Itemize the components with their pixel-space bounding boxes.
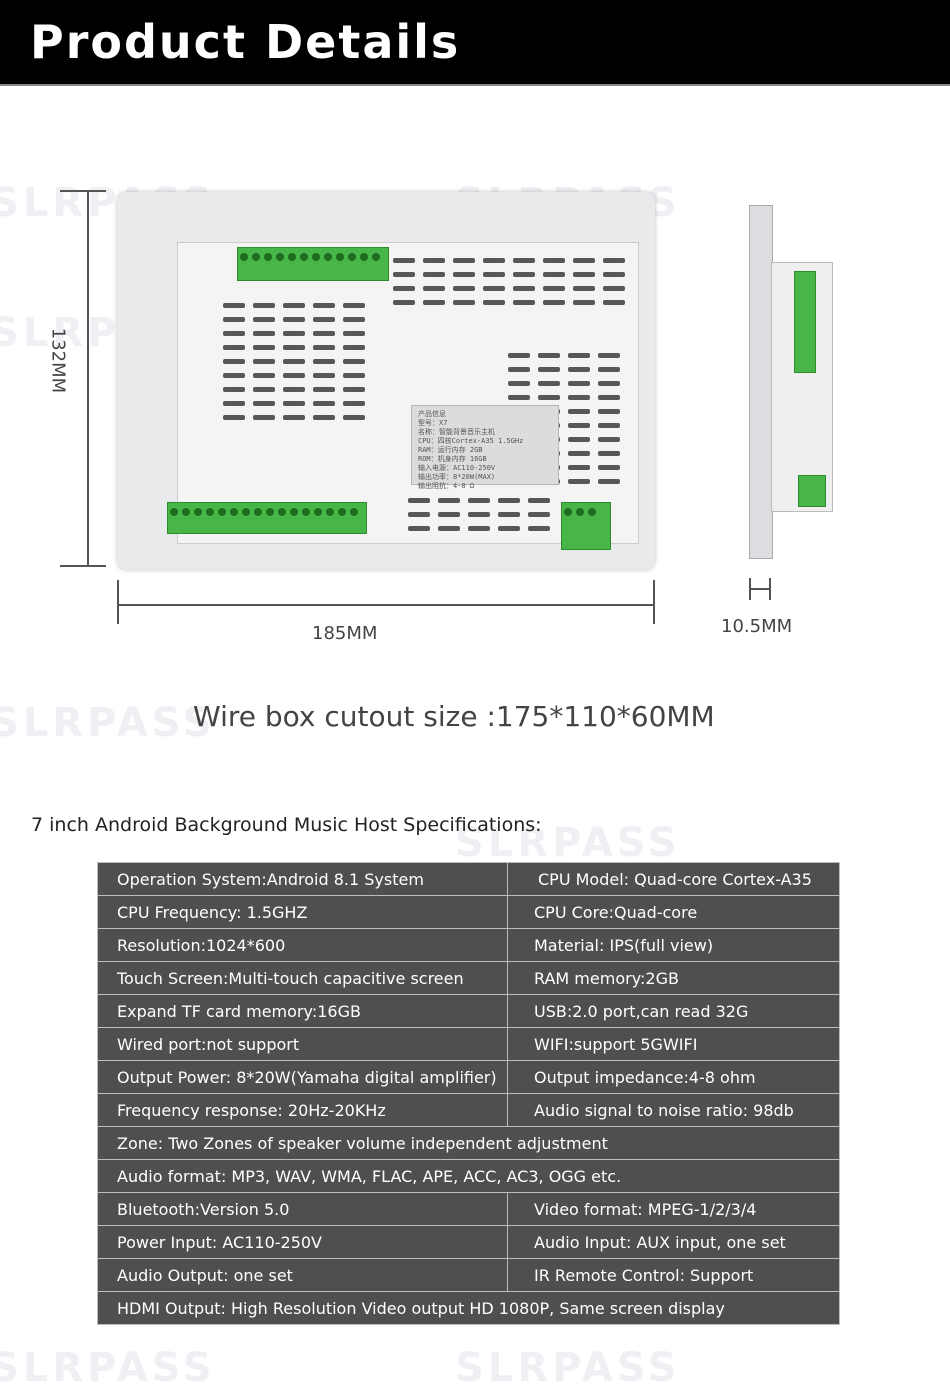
spec-cell: Resolution:1024*600	[97, 928, 508, 962]
table-row: CPU Frequency: 1.5GHZ CPU Core:Quad-core	[97, 895, 840, 929]
device-back-panel: 产品信息 型号：X7 名称：智能背景音乐主机 CPU：四核Cortex-A35 …	[177, 242, 639, 544]
width-dimension-tick-left	[117, 580, 119, 624]
table-row: Power Input: AC110-250V Audio Input: AUX…	[97, 1225, 840, 1259]
watermark: SLRPASS	[0, 700, 216, 746]
depth-dimension-tick-right	[769, 578, 771, 600]
table-row: Wired port:not support WIFI:support 5GWI…	[97, 1027, 840, 1061]
page-title: Product Details	[30, 15, 461, 69]
width-dimension-line	[117, 604, 655, 606]
device-front-image: 产品信息 型号：X7 名称：智能背景音乐主机 CPU：四核Cortex-A35 …	[117, 192, 655, 570]
device-side-panel	[749, 205, 773, 559]
spec-cell: Bluetooth:Version 5.0	[97, 1192, 508, 1226]
header-bar: Product Details	[0, 0, 950, 86]
height-label: 132MM	[47, 327, 69, 394]
vent-grid-top	[393, 258, 625, 305]
spec-cell: CPU Core:Quad-core	[507, 895, 840, 929]
spec-cell-wide: Audio format: MP3, WAV, WMA, FLAC, APE, …	[97, 1159, 840, 1193]
spec-cell: Video format: MPEG-1/2/3/4	[507, 1192, 840, 1226]
spec-table: Operation System:Android 8.1 System CPU …	[97, 862, 840, 1325]
table-row: Resolution:1024*600 Material: IPS(full v…	[97, 928, 840, 962]
spec-cell: IR Remote Control: Support	[507, 1258, 840, 1292]
spec-cell: Power Input: AC110-250V	[97, 1225, 508, 1259]
height-dimension-line	[87, 190, 89, 566]
spec-cell: Output Power: 8*20W(Yamaha digital ampli…	[97, 1060, 508, 1094]
table-row: Frequency response: 20Hz-20KHz Audio sig…	[97, 1093, 840, 1127]
spec-cell: Material: IPS(full view)	[507, 928, 840, 962]
table-row: Bluetooth:Version 5.0 Video format: MPEG…	[97, 1192, 840, 1226]
depth-label: 10.5MM	[721, 616, 793, 637]
height-dimension-tick-top	[60, 190, 106, 192]
spec-cell-wide: Zone: Two Zones of speaker volume indepe…	[97, 1126, 840, 1160]
spec-cell-wide: HDMI Output: High Resolution Video outpu…	[97, 1291, 840, 1325]
table-row: Audio format: MP3, WAV, WMA, FLAC, APE, …	[97, 1159, 840, 1193]
height-dimension-tick-bottom	[60, 565, 106, 567]
terminal-block-bottom-right	[561, 502, 611, 550]
table-row: Touch Screen:Multi-touch capacitive scre…	[97, 961, 840, 995]
spec-cell: Audio Output: one set	[97, 1258, 508, 1292]
table-row: Output Power: 8*20W(Yamaha digital ampli…	[97, 1060, 840, 1094]
spec-cell: Operation System:Android 8.1 System	[97, 862, 508, 896]
spec-cell: USB:2.0 port,can read 32G	[507, 994, 840, 1028]
spec-cell: WIFI:support 5GWIFI	[507, 1027, 840, 1061]
cutout-size-text: Wire box cutout size :175*110*60MM	[193, 700, 715, 733]
spec-cell: CPU Frequency: 1.5GHZ	[97, 895, 508, 929]
terminal-block-top	[237, 247, 389, 281]
product-info-plate: 产品信息 型号：X7 名称：智能背景音乐主机 CPU：四核Cortex-A35 …	[411, 405, 559, 490]
side-terminal-block	[794, 271, 816, 373]
spec-cell: Wired port:not support	[97, 1027, 508, 1061]
spec-cell: Expand TF card memory:16GB	[97, 994, 508, 1028]
spec-cell: Frequency response: 20Hz-20KHz	[97, 1093, 508, 1127]
table-row: Zone: Two Zones of speaker volume indepe…	[97, 1126, 840, 1160]
depth-dimension-line	[749, 588, 771, 590]
spec-cell: Audio signal to noise ratio: 98db	[507, 1093, 840, 1127]
watermark: SLRPASS	[455, 1345, 681, 1391]
spec-cell: CPU Model: Quad-core Cortex-A35	[507, 862, 840, 896]
spec-cell: Output impedance:4-8 ohm	[507, 1060, 840, 1094]
device-side-body	[771, 262, 833, 512]
table-row: HDMI Output: High Resolution Video outpu…	[97, 1291, 840, 1325]
spec-heading: 7 inch Android Background Music Host Spe…	[31, 814, 542, 836]
watermark: SLRPASS	[455, 820, 681, 866]
width-dimension-tick-right	[653, 580, 655, 624]
table-row: Expand TF card memory:16GB USB:2.0 port,…	[97, 994, 840, 1028]
vent-grid-bottom	[408, 498, 550, 531]
side-terminal-block-small	[798, 475, 826, 507]
table-row: Audio Output: one set IR Remote Control:…	[97, 1258, 840, 1292]
spec-cell: RAM memory:2GB	[507, 961, 840, 995]
table-row: Operation System:Android 8.1 System CPU …	[97, 862, 840, 896]
spec-cell: Touch Screen:Multi-touch capacitive scre…	[97, 961, 508, 995]
depth-dimension-tick-left	[749, 578, 751, 600]
vent-grid-left	[223, 303, 365, 420]
terminal-block-bottom-left	[167, 502, 367, 534]
spec-cell: Audio Input: AUX input, one set	[507, 1225, 840, 1259]
width-label: 185MM	[312, 623, 378, 644]
watermark: SLRPASS	[0, 1345, 216, 1391]
